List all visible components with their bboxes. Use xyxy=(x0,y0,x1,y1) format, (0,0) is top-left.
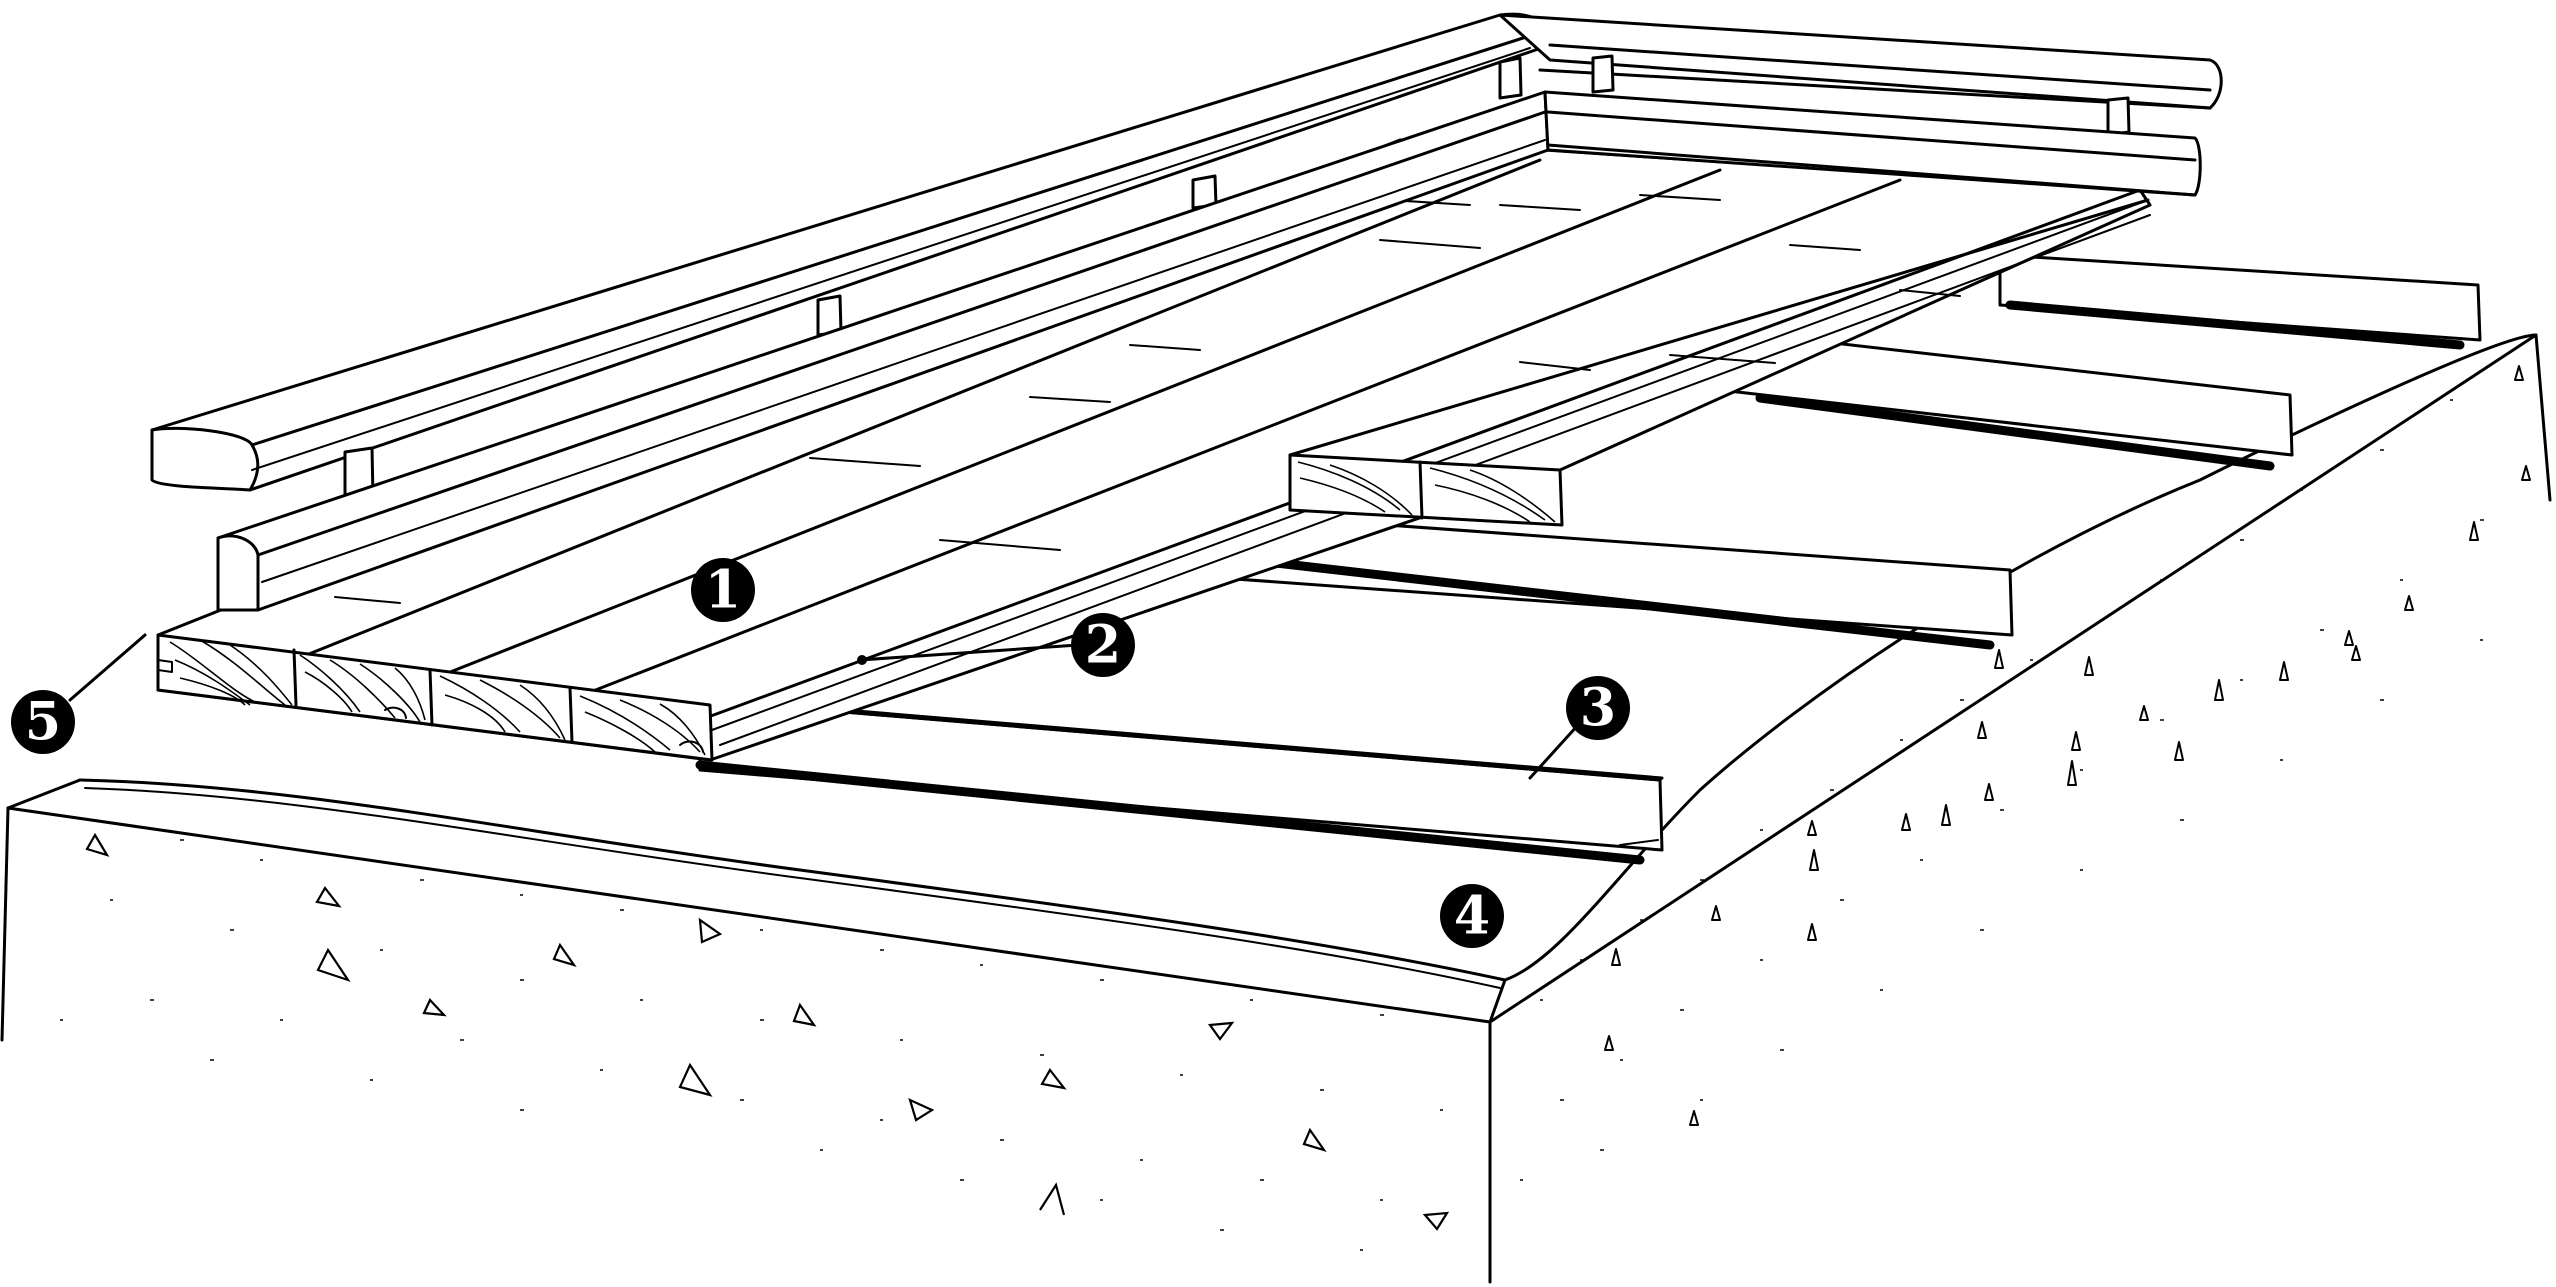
concrete-dots xyxy=(60,399,2484,1251)
leader-lines xyxy=(857,643,1580,780)
callout-5: 5 xyxy=(11,690,75,754)
wood-grain-mid xyxy=(1297,461,1556,523)
concrete-aggregate xyxy=(85,365,2531,1231)
joists xyxy=(695,253,2482,865)
callout-5-label: 5 xyxy=(25,692,61,753)
callout-5-badge xyxy=(11,690,75,754)
callout-1-badge xyxy=(691,558,755,622)
callout-2: 2 xyxy=(1071,613,1135,677)
membrane-sheet xyxy=(78,333,2538,1024)
wood-grain-front xyxy=(169,639,706,756)
callout-2-badge xyxy=(1071,613,1135,677)
callout-1-label: 1 xyxy=(705,560,741,621)
callout-3-badge xyxy=(1566,676,1630,740)
skirting xyxy=(68,12,2223,702)
callout-1: 1 xyxy=(691,558,755,622)
callout-4-label: 4 xyxy=(1454,886,1490,947)
callout-2-label: 2 xyxy=(1085,615,1121,676)
callout-3: 3 xyxy=(1566,676,1630,740)
floor-boards xyxy=(156,138,2152,762)
callout-3-label: 3 xyxy=(1580,678,1616,739)
callout-4: 4 xyxy=(1440,884,1504,948)
callout-4-badge xyxy=(1440,884,1504,948)
